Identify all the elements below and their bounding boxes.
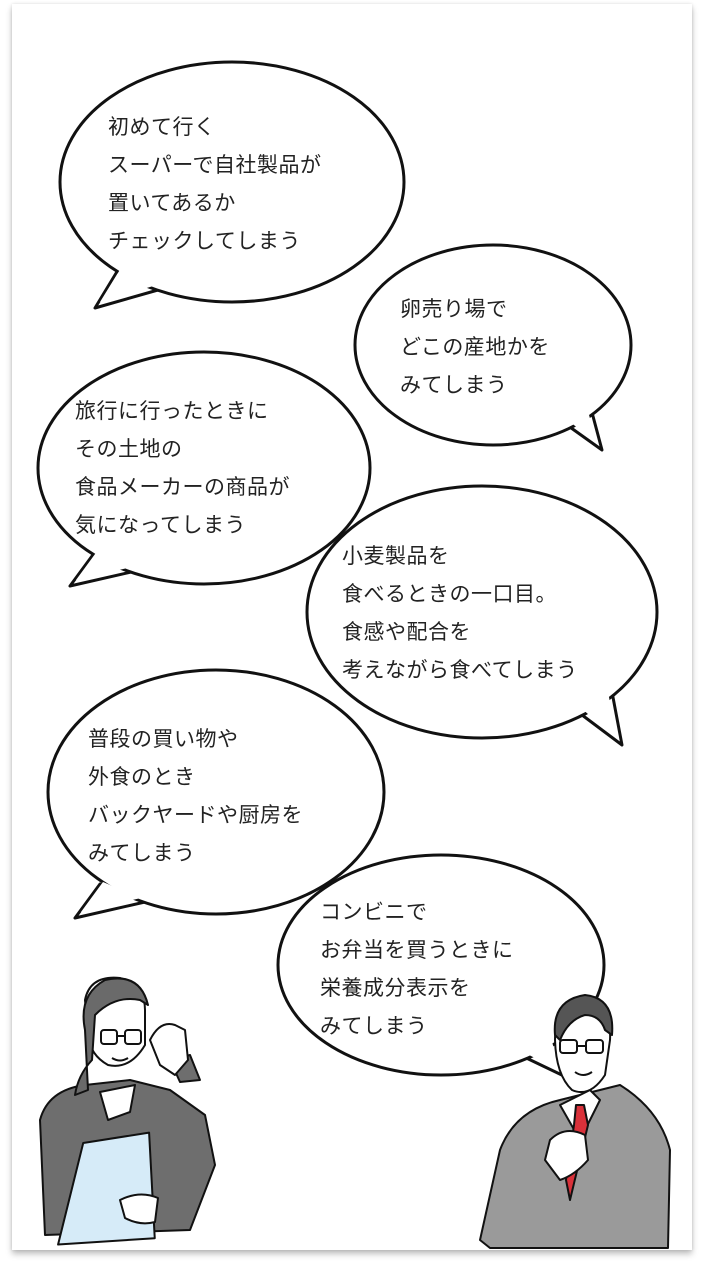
bubble-line: 気になってしまう <box>75 513 246 537</box>
bubble-line: 食べるときの一口目。 <box>342 582 557 606</box>
bubble-1-text: 初めて行く スーパーで自社製品が 置いてあるか チェックしてしまう <box>108 108 322 260</box>
bubble-line: 普段の買い物や <box>88 727 239 751</box>
bubble-3-text: 旅行に行ったときに その土地の 食品メーカーの商品が 気になってしまう <box>75 392 290 544</box>
bubble-line: 置いてあるか <box>108 191 236 215</box>
speech-bubble-1 <box>58 60 406 310</box>
bubble-line: お弁当を買うときに <box>320 938 514 962</box>
bubble-line: みてしまう <box>400 373 508 397</box>
woman-illustration <box>39 976 216 1246</box>
bubble-2-text: 卵売り場で どこの産地かを みてしまう <box>400 290 550 404</box>
speech-bubble-4 <box>305 484 659 747</box>
bubble-5-text: 普段の買い物や 外食のとき バックヤードや厨房を みてしまう <box>88 720 303 872</box>
bubble-line: チェックしてしまう <box>108 229 301 253</box>
speech-bubble-6 <box>276 853 606 1079</box>
bubble-line: 食感や配合を <box>342 620 471 644</box>
bubble-line: バックヤードや厨房を <box>88 803 303 827</box>
bubble-4-text: 小麦製品を 食べるときの一口目。 食感や配合を 考えながら食べてしまう <box>342 537 578 689</box>
bubble-line: 小麦製品を <box>342 544 450 568</box>
bubble-line: みてしまう <box>320 1014 428 1038</box>
bubble-line: 卵売り場で <box>400 297 508 321</box>
bubble-line: 考えながら食べてしまう <box>342 658 578 682</box>
bubble-line: 初めて行く <box>108 115 216 139</box>
bubble-line: 旅行に行ったときに <box>75 399 269 423</box>
bubble-line: 食品メーカーの商品が <box>75 475 290 499</box>
bubble-6-text: コンビニで お弁当を買うときに 栄養成分表示を みてしまう <box>320 893 514 1045</box>
speech-bubble-3 <box>36 350 372 588</box>
bubble-line: 栄養成分表示を <box>320 976 471 1000</box>
speech-bubble-2 <box>353 243 633 452</box>
bubble-line: コンビニで <box>320 900 428 924</box>
man-illustration <box>479 994 671 1249</box>
bubble-line: その土地の <box>75 437 183 461</box>
bubble-line: みてしまう <box>88 841 196 865</box>
bubble-line: どこの産地かを <box>400 335 550 359</box>
speech-bubble-5 <box>46 668 386 920</box>
bubble-line: 外食のとき <box>88 765 196 789</box>
bubble-line: スーパーで自社製品が <box>108 153 322 177</box>
